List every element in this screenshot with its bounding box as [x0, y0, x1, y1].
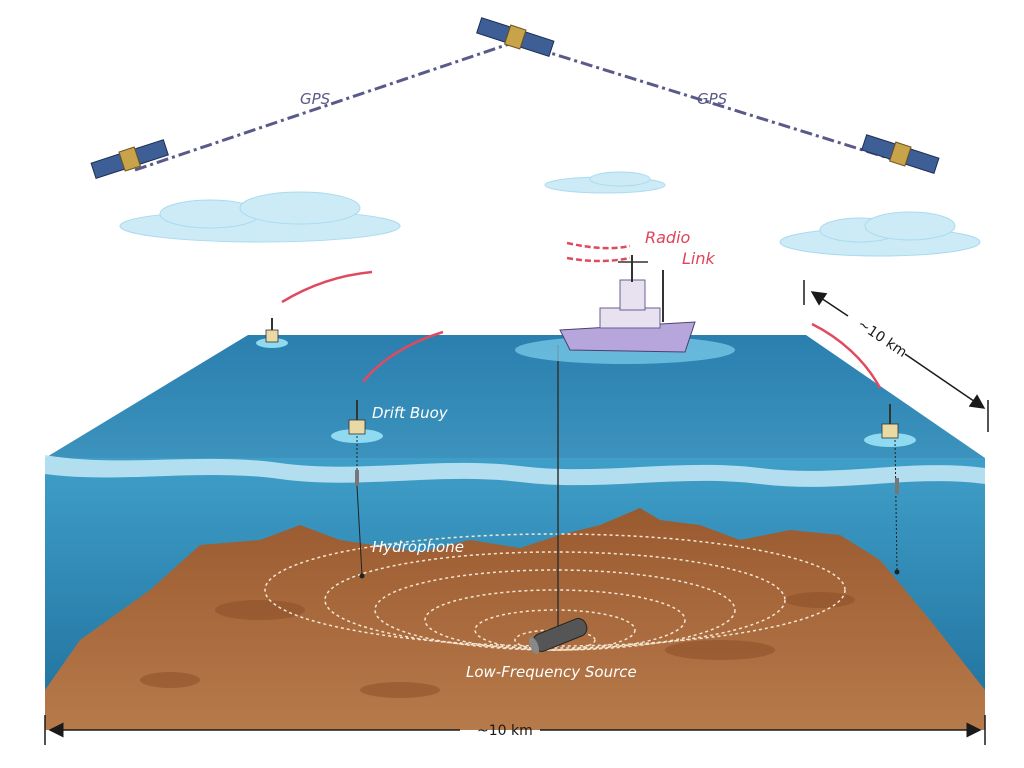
satellite-icon: [90, 139, 169, 180]
drift-buoy-icon: [331, 400, 383, 486]
drift-buoy-label: Drift Buoy: [372, 404, 449, 422]
link-label: Link: [682, 249, 716, 268]
cloud-icon: [779, 211, 981, 257]
satellite-icon: [861, 134, 940, 175]
gps-label: GPS: [697, 90, 728, 108]
gps-label: GPS: [300, 90, 331, 108]
dimension-arrow-icon: [44, 715, 986, 745]
ship-icon: [515, 255, 735, 364]
depth-dimension-label: ~10 km: [855, 316, 910, 360]
low-frequency-source-label: Low-Frequency Source: [466, 663, 637, 681]
satellite-icon: [476, 17, 555, 58]
dimension-arrow-icon: [803, 280, 989, 432]
width-dimension-label: ~10 km: [477, 723, 533, 739]
hydrophone-label: Hydrophone: [372, 538, 464, 556]
gps-links: [134, 40, 896, 172]
signal-arrow-icon: [281, 241, 882, 389]
drift-buoy-icon: [864, 404, 916, 571]
radio-label: Radio: [645, 228, 691, 247]
surface-wave-band: [45, 455, 985, 487]
sound-source-icon: [529, 618, 588, 654]
hydrophone-icon: [356, 485, 365, 579]
seabed-terrain: [45, 508, 985, 730]
cloud-icon: [544, 171, 666, 194]
surface-buoy-icon: [256, 318, 288, 348]
cloud-icon: [119, 191, 401, 243]
hydrophone-icon: [894, 569, 900, 575]
seabed-relief: [140, 592, 855, 698]
sound-waves: [264, 533, 846, 651]
sea-surface: [45, 335, 985, 458]
